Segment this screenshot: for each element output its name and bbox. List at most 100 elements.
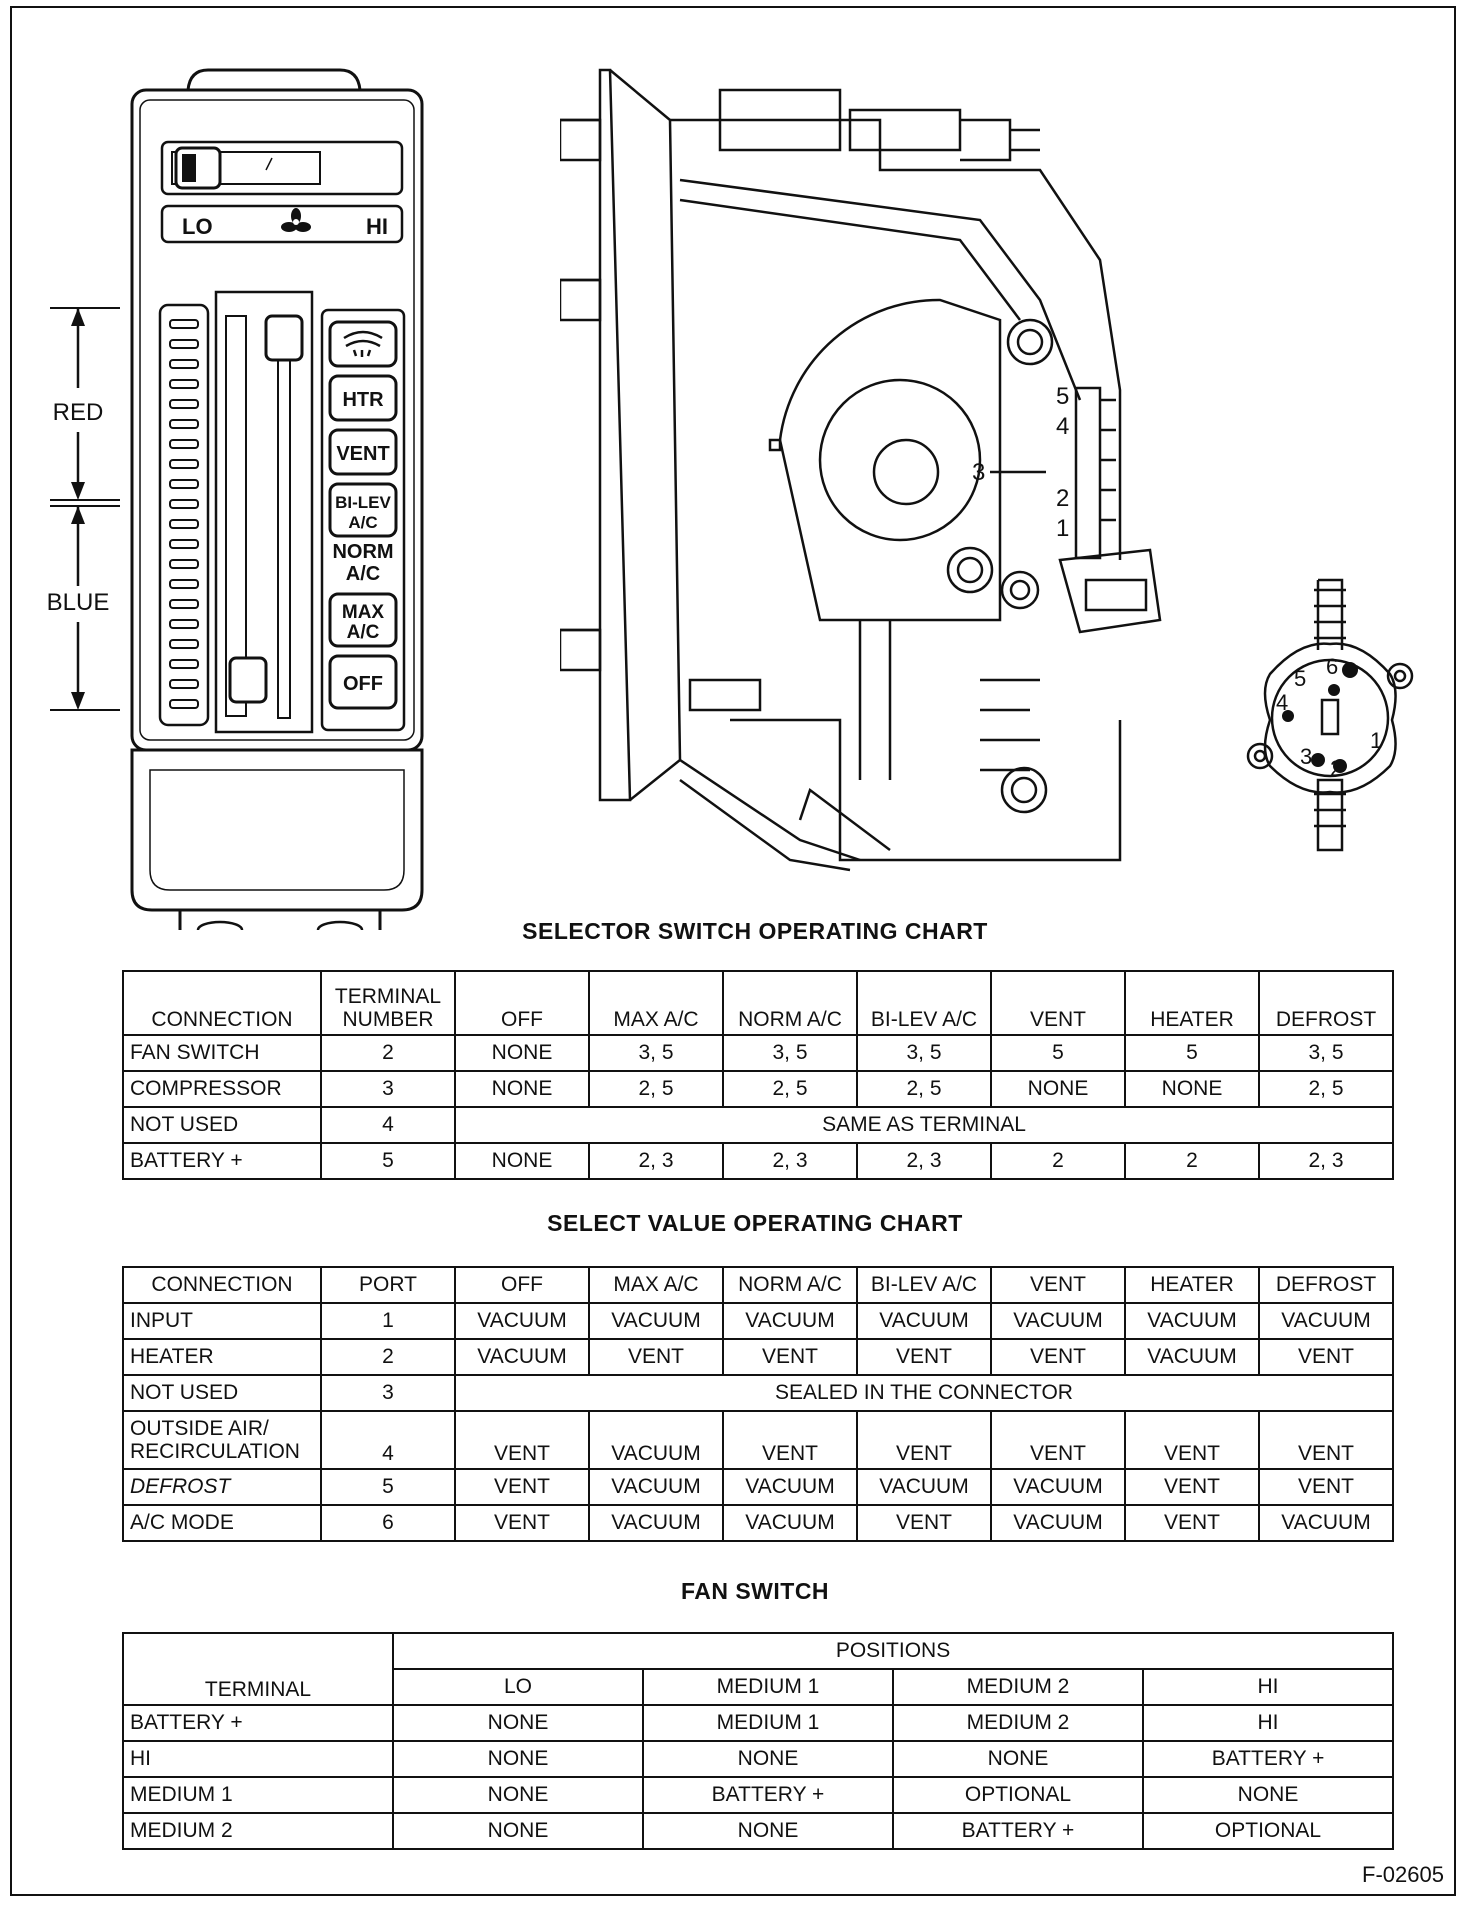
table-cell: 3, 5 (1258, 1034, 1394, 1072)
table-row: BATTERY + NONE MEDIUM 1 MEDIUM 2 HI (122, 1704, 1395, 1742)
table-cell: NONE (642, 1740, 894, 1778)
red-label: RED (53, 399, 104, 426)
header-cell: VENT (990, 1266, 1126, 1304)
table-cell: VENT (856, 1410, 992, 1470)
table-cell: NOT USED (122, 1106, 322, 1144)
table-cell: 2, 5 (722, 1070, 858, 1108)
table-cell: VENT (990, 1338, 1126, 1376)
table-cell: SEALED IN THE CONNECTOR (454, 1374, 1394, 1412)
header-cell: OFF (454, 970, 590, 1036)
table-cell: BATTERY + (642, 1776, 894, 1814)
table-cell: 5 (990, 1034, 1126, 1072)
vent-button[interactable]: VENT (328, 428, 398, 476)
table-cell: 2, 5 (856, 1070, 992, 1108)
selector-terminal-4: 4 (1056, 413, 1069, 440)
table-cell: MEDIUM 1 (122, 1776, 394, 1814)
header-cell: BI-LEV A/C (856, 970, 992, 1036)
dimension-arrows: RED BLUE (47, 307, 120, 711)
table-cell: NOT USED (122, 1374, 322, 1412)
table-cell: 2, 3 (722, 1142, 858, 1180)
header-cell: DEFROST (1258, 970, 1394, 1036)
max-ac-button[interactable]: MAX A/C (328, 592, 398, 648)
table-cell: VENT (990, 1410, 1126, 1470)
svg-text:A/C: A/C (347, 622, 380, 643)
table-cell: 6 (320, 1504, 456, 1542)
selector-chart-title: SELECTOR SWITCH OPERATING CHART (522, 918, 988, 944)
off-button[interactable]: OFF (328, 654, 398, 710)
selector-terminal-2: 2 (1056, 485, 1069, 512)
table-cell: VENT (454, 1504, 590, 1542)
table-cell: NONE (990, 1070, 1126, 1108)
table-cell: VACUUM (588, 1504, 724, 1542)
table-cell: NONE (392, 1776, 644, 1814)
header-cell: CONNECTION (122, 970, 322, 1036)
port-label-6: 6 (1326, 654, 1338, 679)
table-cell: HI (122, 1740, 394, 1778)
table-cell: NONE (454, 1070, 590, 1108)
table-cell: 2, 5 (1258, 1070, 1394, 1108)
table-cell: VENT (1124, 1504, 1260, 1542)
defrost-icon (343, 330, 383, 357)
table-cell: VACUUM (588, 1410, 724, 1470)
table-cell: VENT (1124, 1468, 1260, 1506)
table-cell: FAN SWITCH (122, 1034, 322, 1072)
table-cell: MEDIUM 2 (892, 1704, 1144, 1742)
table-cell: VENT (1258, 1338, 1394, 1376)
table-row: INPUT 1 VACUUM VACUUM VACUUM VACUUM VACU… (122, 1302, 1394, 1340)
defrost-button[interactable] (328, 320, 398, 368)
fan-switch-chart: TERMINAL POSITIONS LO MEDIUM 1 MEDIUM 2 … (122, 1632, 1395, 1850)
table-cell: VACUUM (1258, 1302, 1394, 1340)
table-cell: 3 (320, 1070, 456, 1108)
norm-ac-button[interactable]: NORM A/C (332, 541, 393, 585)
table-cell: 4 (320, 1106, 456, 1144)
bi-lev-ac-button[interactable]: BI-LEV A/C (328, 482, 398, 538)
fan-lo-label: LO (182, 214, 213, 239)
table-cell: VACUUM (722, 1504, 858, 1542)
table-cell: NONE (642, 1812, 894, 1850)
table-cell: VACUUM (1124, 1302, 1260, 1340)
header-cell: HEATER (1124, 1266, 1260, 1304)
page-frame (10, 6, 1456, 1896)
fan-hi-label: HI (366, 214, 388, 239)
header-cell: OFF (454, 1266, 590, 1304)
table-cell: 3, 5 (722, 1034, 858, 1072)
table-cell: COMPRESSOR (122, 1070, 322, 1108)
header-cell: HI (1141, 1668, 1395, 1706)
header-cell: LO (392, 1668, 644, 1706)
header-cell: HEATER (1124, 970, 1260, 1036)
svg-text:A/C: A/C (346, 563, 380, 585)
svg-text:A/C: A/C (348, 513, 377, 532)
svg-text:NORM: NORM (332, 541, 393, 563)
svg-text:VENT: VENT (336, 443, 389, 465)
table-cell: INPUT (122, 1302, 322, 1340)
table-cell: 5 (320, 1468, 456, 1506)
table-cell: 2 (320, 1034, 456, 1072)
port-label-5: 5 (1294, 666, 1306, 691)
table-cell: 3, 5 (856, 1034, 992, 1072)
header-cell: CONNECTION (122, 1266, 322, 1304)
table-cell: NONE (392, 1812, 644, 1850)
htr-button[interactable]: HTR (328, 374, 398, 422)
table-row: COMPRESSOR 3 NONE 2, 5 2, 5 2, 5 NONE NO… (122, 1070, 1394, 1108)
table-cell: HEATER (122, 1338, 322, 1376)
header-cell: MAX A/C (588, 970, 724, 1036)
table-row: TERMINAL POSITIONS (122, 1632, 1395, 1706)
table-cell: VACUUM (722, 1468, 858, 1506)
control-panel-illustration: LO HI (130, 68, 424, 930)
table-cell: SAME AS TERMINAL (454, 1106, 1394, 1144)
table-cell: 2 (1124, 1142, 1260, 1180)
table-cell: VACUUM (1124, 1338, 1260, 1376)
table-cell: 4 (320, 1410, 456, 1470)
svg-text:BI-LEV: BI-LEV (335, 493, 391, 512)
table-row: FAN SWITCH 2 NONE 3, 5 3, 5 3, 5 5 5 3, … (122, 1034, 1394, 1072)
header-cell: MEDIUM 1 (642, 1668, 894, 1706)
blue-label: BLUE (47, 589, 110, 616)
selector-switch-chart: CONNECTION TERMINAL NUMBER OFF MAX A/C N… (122, 970, 1394, 1180)
table-cell: 3 (320, 1374, 456, 1412)
vacuum-connector-illustration: 1 2 3 4 5 6 (1246, 578, 1414, 852)
table-cell: VACUUM (990, 1468, 1126, 1506)
table-cell: 3, 5 (588, 1034, 724, 1072)
table-cell: 2, 5 (588, 1070, 724, 1108)
port-label-4: 4 (1276, 690, 1288, 715)
table-cell: NONE (1124, 1070, 1260, 1108)
